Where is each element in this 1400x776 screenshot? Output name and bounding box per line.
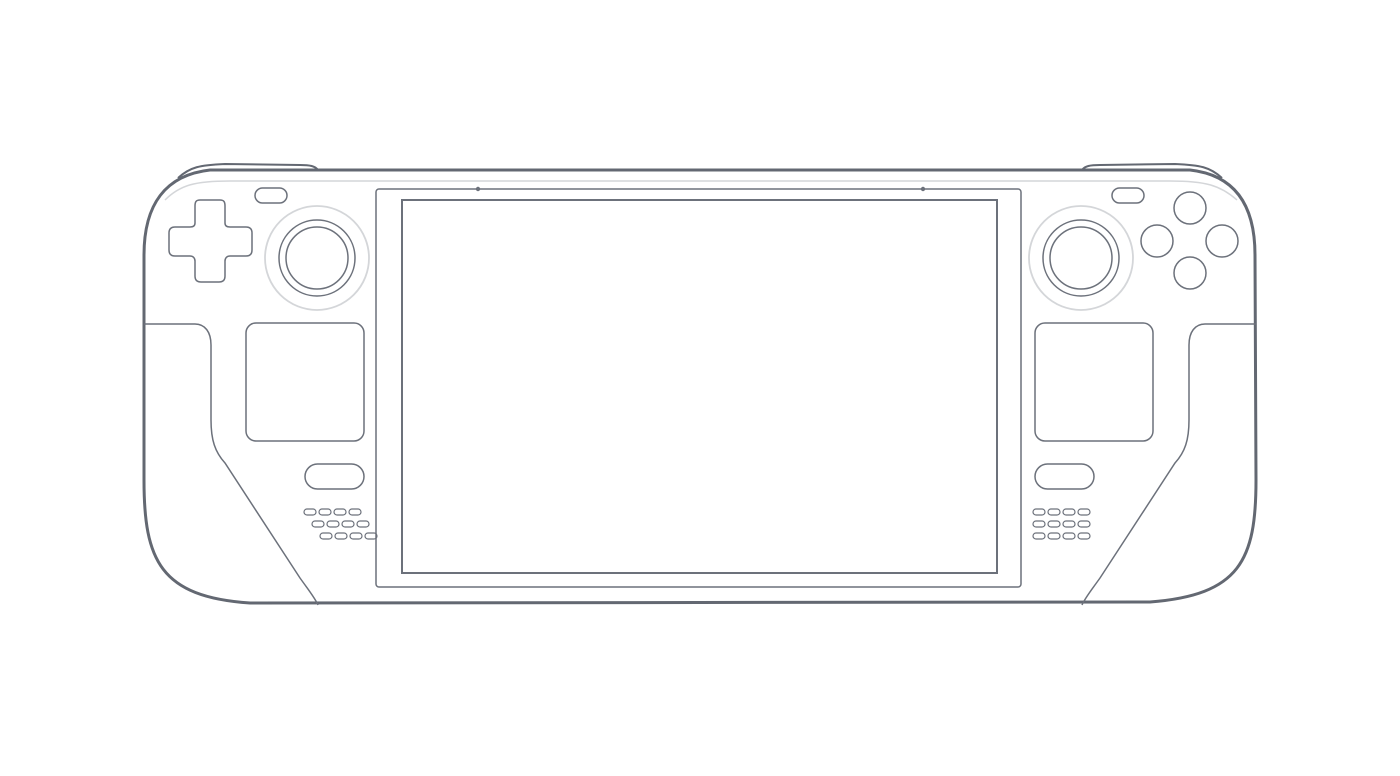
speaker-slot xyxy=(1047,532,1061,540)
right-shoulder xyxy=(1081,162,1223,179)
speaker-slot xyxy=(1032,532,1046,540)
screen xyxy=(401,199,998,574)
top-rim xyxy=(164,180,1238,201)
left-speaker-grille xyxy=(303,508,378,540)
left-thumbstick-base xyxy=(278,219,356,297)
speaker-slot xyxy=(1077,532,1091,540)
face-button-bottom[interactable] xyxy=(1173,256,1207,290)
speaker-slot xyxy=(303,508,317,516)
left-trackpad[interactable] xyxy=(245,322,365,442)
speaker-slot xyxy=(1062,508,1076,516)
speaker-slot xyxy=(318,508,332,516)
speaker-slot xyxy=(326,520,340,528)
speaker-slot xyxy=(1077,520,1091,528)
face-button-right[interactable] xyxy=(1205,224,1239,258)
speaker-slot xyxy=(341,520,355,528)
right-speaker-grille xyxy=(1032,508,1091,540)
right-menu-button[interactable] xyxy=(1111,187,1145,204)
front-microphone-right xyxy=(920,186,926,192)
left-menu-button[interactable] xyxy=(254,187,288,204)
speaker-slot xyxy=(1047,520,1061,528)
right-thumbstick-base xyxy=(1042,219,1120,297)
left-thumbstick[interactable] xyxy=(285,226,349,290)
left-bumper-button[interactable] xyxy=(304,463,365,490)
right-thumbstick-ring xyxy=(1028,205,1134,311)
left-grip-line xyxy=(144,323,319,606)
right-grip-line xyxy=(1081,323,1256,606)
speaker-slot xyxy=(1062,532,1076,540)
face-button-left[interactable] xyxy=(1140,224,1174,258)
speaker-slot xyxy=(1047,508,1061,516)
speaker-slot xyxy=(349,532,363,540)
speaker-slot xyxy=(1062,520,1076,528)
speaker-slot xyxy=(1077,508,1091,516)
face-button-top[interactable] xyxy=(1173,191,1207,225)
d-pad[interactable] xyxy=(168,199,253,283)
device-body xyxy=(142,168,1258,605)
screen-bezel xyxy=(375,188,1022,588)
speaker-slot xyxy=(319,532,333,540)
left-thumbstick-ring xyxy=(264,205,370,311)
speaker-slot xyxy=(364,532,378,540)
right-thumbstick[interactable] xyxy=(1049,226,1113,290)
speaker-slot xyxy=(1032,520,1046,528)
left-shoulder xyxy=(177,162,319,179)
speaker-slot xyxy=(334,532,348,540)
speaker-slot xyxy=(333,508,347,516)
speaker-slot xyxy=(348,508,362,516)
right-bumper-button[interactable] xyxy=(1034,463,1095,490)
front-microphone-left xyxy=(475,186,481,192)
speaker-slot xyxy=(311,520,325,528)
speaker-slot xyxy=(1032,508,1046,516)
speaker-slot xyxy=(356,520,370,528)
right-trackpad[interactable] xyxy=(1034,322,1154,442)
